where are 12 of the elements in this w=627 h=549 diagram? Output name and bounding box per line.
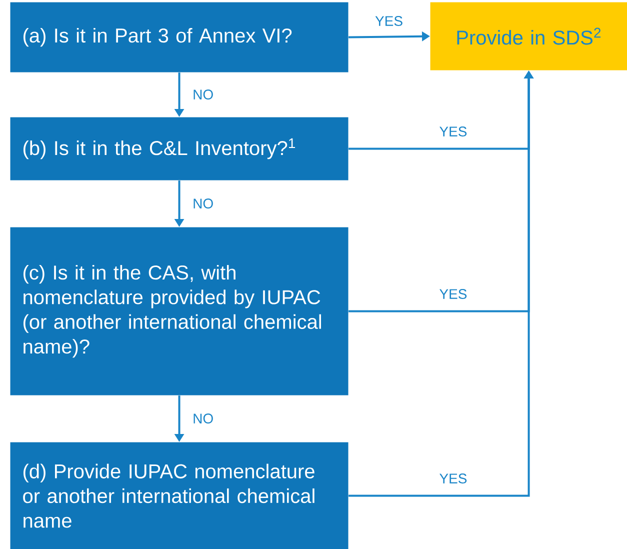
result-box: Provide in SDS$^{2}$	[430, 2, 627, 70]
edge-label: YES	[438, 472, 469, 485]
edge-label: YES	[438, 125, 469, 138]
question-box: (c) Is it in the CAS, with nomenclature provided by IUPAC (or another international chemical name)?	[10, 227, 348, 396]
question-box: (b) Is it in the C&L Inventory?$^{1}$	[10, 117, 348, 180]
edge-label: YES	[374, 14, 404, 28]
edge-label: NO	[191, 197, 215, 210]
question-box: (a) Is it in Part 3 of Annex VI?	[10, 2, 348, 72]
edge-label: NO	[191, 412, 215, 425]
edge-label: NO	[191, 88, 215, 101]
edge-label: YES	[438, 288, 469, 300]
process-box: (d) Provide IUPAC nomenclature or another international chemical name	[10, 442, 348, 549]
